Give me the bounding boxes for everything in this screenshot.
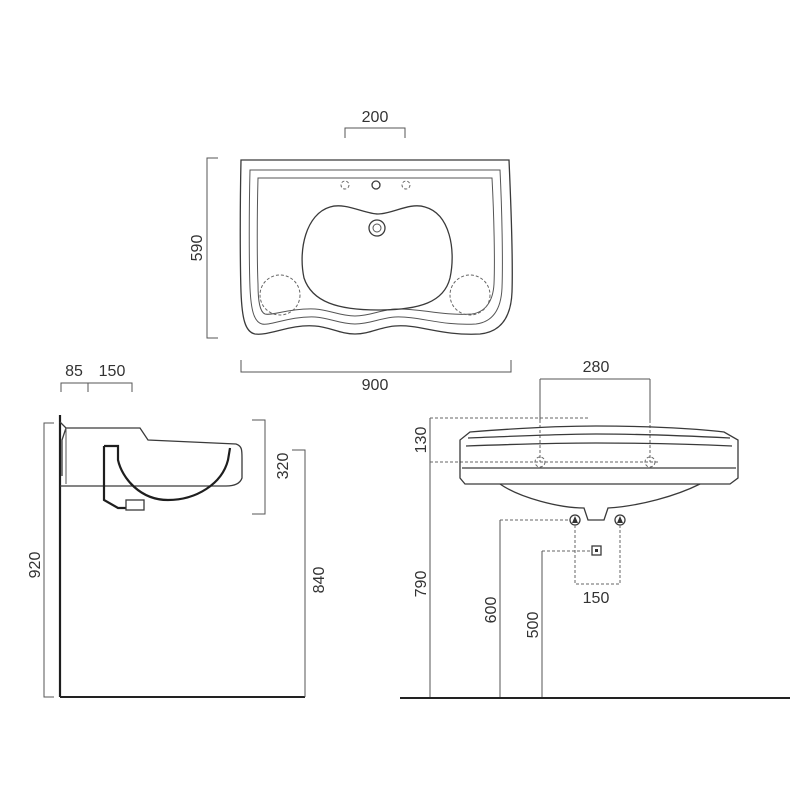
waste-height-dimension: 500	[525, 551, 543, 697]
supply-height-dimension: 600	[483, 520, 501, 697]
tap-spacing-dimension: 200	[344, 109, 406, 138]
wall-offset-label: 85	[65, 363, 83, 380]
side-view: 85 150 920 320 840	[27, 363, 328, 698]
fixing-level-dimension: 790	[413, 571, 430, 598]
front-view: 280 130 790	[400, 359, 790, 699]
fixing-point-right	[644, 456, 656, 468]
total-height-dimension: 920	[27, 422, 54, 698]
depth-dimension: 590	[189, 157, 218, 339]
fixing-spacing-dimension: 280	[539, 359, 651, 420]
drain-inner	[372, 223, 382, 233]
width-label: 900	[362, 377, 389, 394]
rim-height-label: 840	[311, 567, 328, 594]
supply-spacing-label: 150	[583, 590, 610, 607]
basin-height-label: 320	[275, 453, 292, 480]
rim-height-dimension: 840	[292, 449, 328, 697]
waste-point	[542, 545, 602, 556]
supply-guide-lines	[500, 519, 621, 585]
supply-valve-left-icon	[572, 516, 578, 523]
basin-top-view	[239, 159, 513, 335]
basin-front-view	[459, 425, 739, 521]
fixing-height-dimension: 130	[413, 417, 660, 697]
depth-label: 590	[189, 235, 206, 262]
top-view: 200 590 900	[189, 109, 513, 394]
soap-dish-left	[259, 274, 301, 316]
bowl-outline	[301, 205, 453, 311]
tap-hole-left	[340, 180, 350, 190]
tap-spacing-label: 200	[362, 109, 389, 126]
total-height-label: 920	[27, 552, 44, 579]
tap-hole-center	[371, 180, 381, 190]
waste-outlet-icon	[591, 545, 602, 556]
fixing-spacing-label: 280	[583, 359, 610, 376]
fixing-point-left	[534, 456, 546, 468]
drain-outer	[368, 219, 386, 237]
supply-height-label: 600	[483, 597, 500, 624]
side-top-dimensions: 85 150	[60, 363, 133, 392]
basin-side-profile	[59, 421, 243, 511]
soap-dish-right	[449, 274, 491, 316]
supply-points: 150	[500, 514, 626, 607]
fixing-level-label: 790	[413, 571, 430, 598]
width-dimension: 900	[240, 360, 512, 394]
tap-hole-right	[401, 180, 411, 190]
basin-height-dimension: 320	[252, 419, 292, 515]
fixing-height-label: 130	[413, 427, 430, 454]
supply-valve-right-icon	[617, 516, 623, 523]
waste-height-label: 500	[525, 612, 542, 639]
tap-offset-label: 150	[99, 363, 126, 380]
